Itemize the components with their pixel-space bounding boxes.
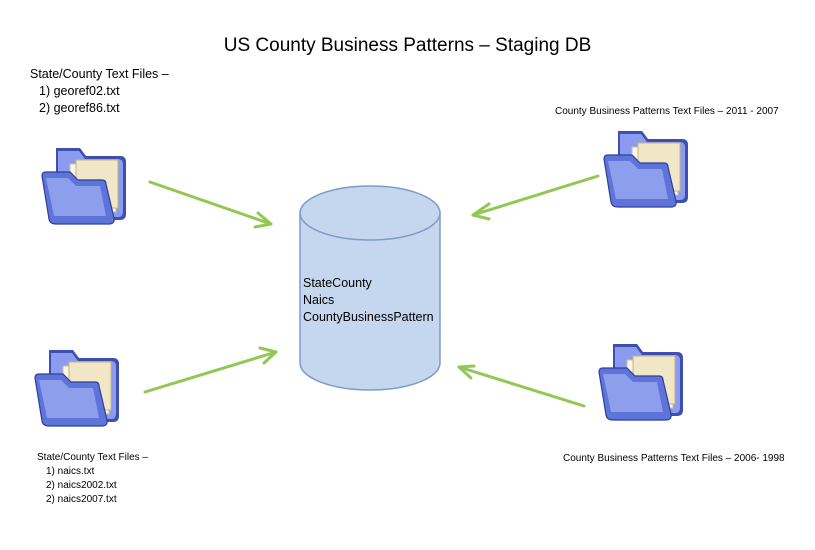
folder-icon (41, 148, 126, 225)
folder-icon (603, 131, 688, 208)
top-right-heading: County Business Patterns Text Files – 20… (555, 106, 779, 117)
top-left-item: 1) georef02.txt (39, 84, 120, 98)
top-left-heading: State/County Text Files – (30, 67, 169, 81)
bottom-left-heading: State/County Text Files – (37, 452, 148, 463)
database-table: StateCounty (303, 276, 372, 290)
database-cylinder (299, 185, 441, 391)
top-left-item: 2) georef86.txt (39, 101, 120, 115)
arrow-bottom-right (457, 364, 586, 408)
arrow-top-left (148, 180, 273, 229)
bottom-right-heading: County Business Patterns Text Files – 20… (563, 453, 785, 464)
folder-icon (598, 344, 683, 421)
bottom-left-label: State/County Text Files – 1) naics.txt 2… (37, 451, 148, 507)
diagram-title: US County Business Patterns – Staging DB (223, 35, 592, 56)
arrow-bottom-left (143, 346, 278, 394)
database-table: CountyBusinessPattern (303, 310, 434, 324)
bottom-left-item: 2) naics2002.txt (46, 480, 117, 491)
bottom-left-item: 1) naics.txt (46, 466, 95, 477)
database-table: Naics (303, 293, 335, 307)
arrow-top-right (471, 174, 600, 221)
folder-icon (34, 350, 119, 427)
top-left-label: State/County Text Files – 1) georef02.tx… (30, 66, 169, 117)
bottom-left-item: 2) naics2007.txt (46, 494, 117, 505)
database-table-list: StateCounty Naics CountyBusinessPattern (303, 275, 434, 326)
